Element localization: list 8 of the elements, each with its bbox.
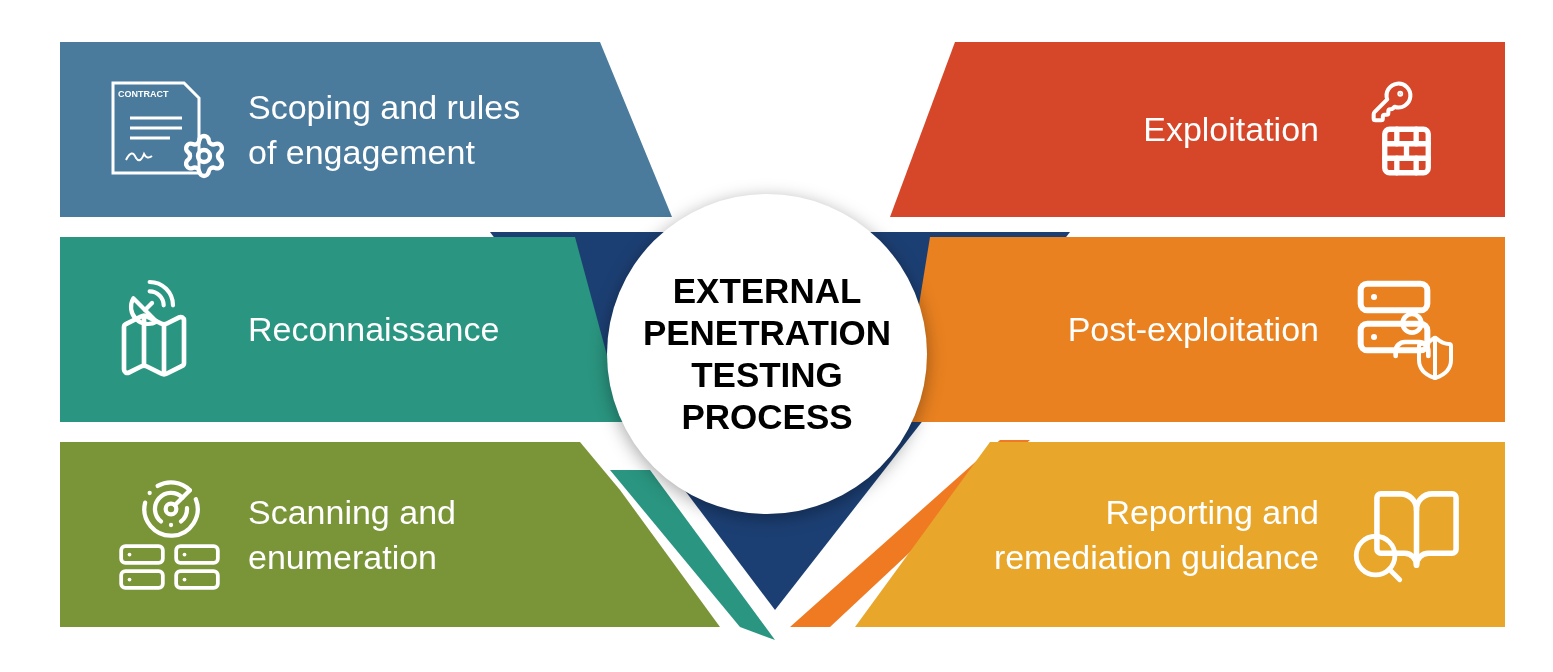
step-label: Reconnaissance [248, 309, 500, 351]
document-heading: CONTRACT [118, 90, 169, 99]
step-label: Reporting and remediation guidance [992, 492, 1319, 578]
step-label: Scoping and rules of engagement [248, 87, 522, 173]
step-label: Scanning and enumeration [248, 492, 457, 578]
step-label: Exploitation [1143, 109, 1319, 151]
process-title: EXTERNAL PENETRATION TESTING PROCESS [641, 270, 893, 438]
step-label: Post-exploitation [1067, 309, 1319, 351]
